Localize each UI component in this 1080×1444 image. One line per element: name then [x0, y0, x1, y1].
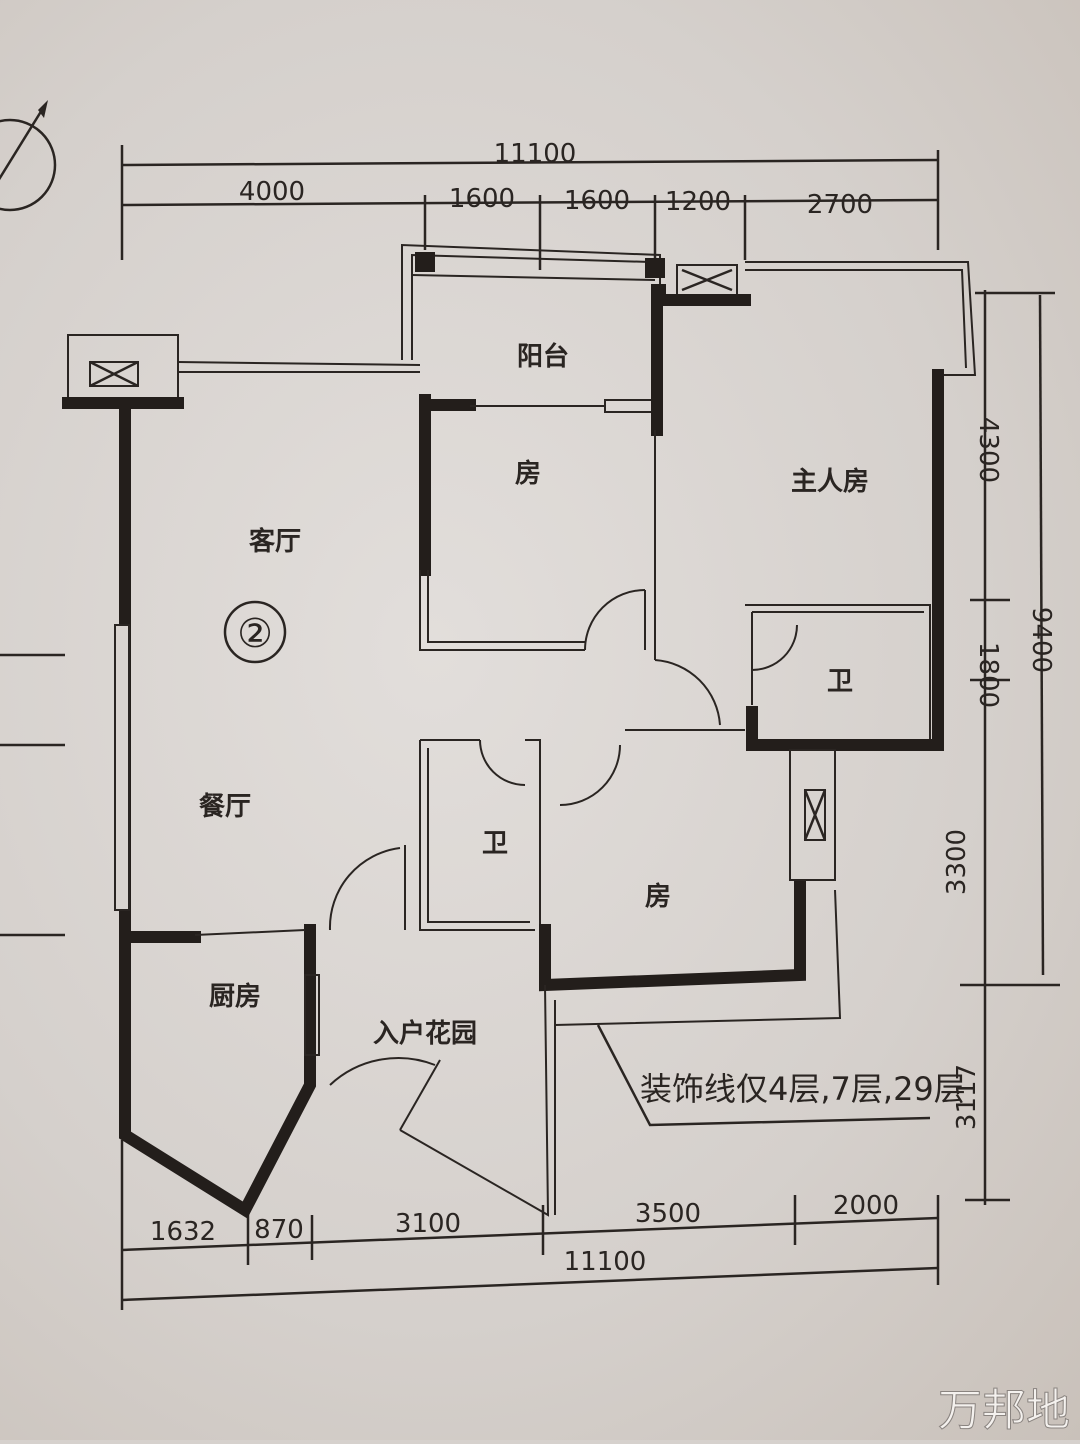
unit-number: ②: [237, 611, 273, 657]
dim-bottom-total: 11100: [564, 1247, 647, 1277]
dim-right-3: 3300: [942, 829, 972, 895]
dim-top-3: 1600: [564, 186, 630, 216]
unit-number-circle: [223, 600, 287, 664]
top-dimensions: 11100 4000 1600 1600 1200 2700: [120, 139, 940, 270]
room-label-living-room: 客厅: [249, 526, 301, 557]
north-compass-icon: [0, 100, 57, 212]
room-label-dining-room: 餐厅: [199, 792, 251, 822]
dim-right-lower: 3117: [952, 1064, 982, 1130]
dim-top-5: 2700: [807, 190, 873, 220]
room-label-bedroom-south: 房: [645, 882, 671, 912]
dim-right-2: 1800: [973, 642, 1003, 708]
right-dimensions: 4300 1800 3300 9400 3117: [942, 290, 1060, 1205]
dim-top-1: 4000: [239, 177, 305, 207]
dim-right-1: 4300: [973, 417, 1003, 483]
room-label-bathroom-common: 卫: [482, 829, 508, 859]
dim-top-2: 1600: [449, 184, 515, 214]
dim-top-total: 11100: [494, 139, 577, 169]
dim-bottom-4: 3500: [635, 1199, 701, 1229]
dim-bottom-3: 3100: [395, 1209, 461, 1239]
room-label-bathroom-master: 卫: [827, 667, 853, 697]
dim-bottom-2: 870: [254, 1215, 304, 1245]
dim-bottom-5: 2000: [833, 1191, 899, 1221]
walls: [62, 243, 977, 1219]
room-label-balcony: 阳台: [517, 341, 569, 372]
dim-bottom-1: 1632: [150, 1217, 216, 1247]
section-marks: [0, 653, 65, 937]
room-label-master-bedroom: 主人房: [791, 467, 869, 497]
dim-right-total: 9400: [1026, 607, 1056, 673]
room-label-entrance-garden: 入户花园: [373, 1018, 477, 1049]
bottom-dimensions: 1632 870 3100 3500 2000 11100: [120, 1140, 940, 1310]
decoration-note: 装饰线仅4层,7层,29层: [640, 1070, 966, 1108]
room-label-kitchen: 厨房: [209, 982, 261, 1012]
room-label-bedroom-north: 房: [515, 459, 541, 489]
watermark: 万邦地: [938, 1385, 1070, 1436]
dim-top-4: 1200: [665, 187, 731, 217]
